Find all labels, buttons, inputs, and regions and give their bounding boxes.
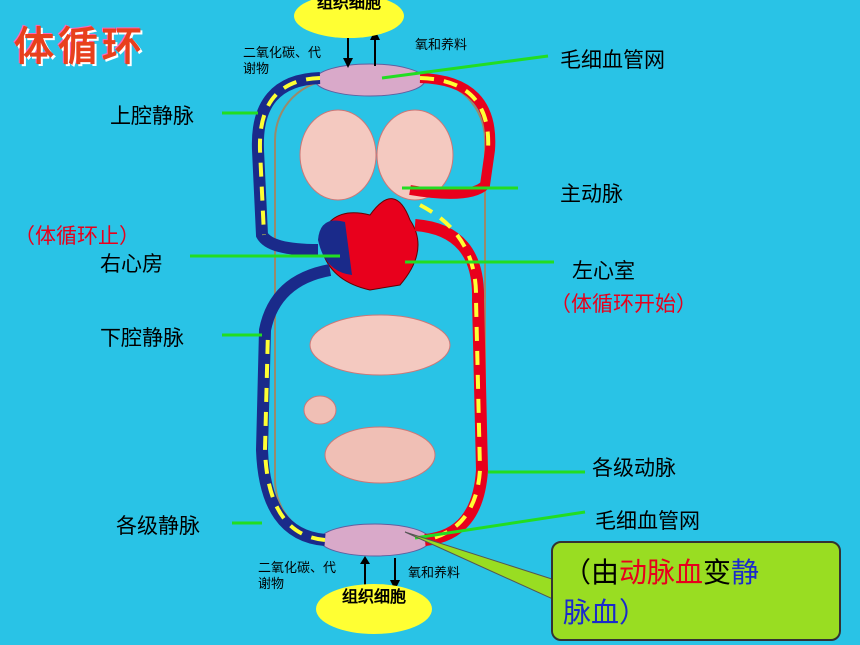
pointer-capillary-top bbox=[381, 54, 549, 80]
flow-ivc-dash bbox=[262, 329, 326, 542]
veins-label: 各级静脉 bbox=[116, 514, 200, 538]
callout-arterial-blood: 动脉血 bbox=[619, 556, 704, 589]
co2-label-bottom: 二氧化碳、代谢物 bbox=[258, 561, 337, 592]
arrow-co2-bottom-head bbox=[360, 556, 370, 564]
callout-part-1: （由 bbox=[563, 556, 620, 589]
arrow-co2-top-head bbox=[343, 58, 353, 68]
left-ventricle-label: 左心室 bbox=[572, 259, 635, 283]
callout-venous-1: 静 bbox=[731, 556, 760, 589]
tissue-cells-top: 组织细胞 bbox=[294, 0, 404, 38]
flow-aorta-lower-dash bbox=[419, 203, 483, 542]
co2-label-top: 二氧化碳、代谢物 bbox=[243, 46, 322, 77]
page-title: 体循环 bbox=[14, 23, 146, 70]
flow-svc-dash bbox=[257, 76, 321, 236]
intestine-organ bbox=[324, 426, 436, 484]
aorta-label: 主动脉 bbox=[560, 182, 623, 206]
end-note-label: （体循环止） bbox=[14, 224, 140, 248]
liver-organ bbox=[309, 314, 451, 376]
tissue-cells-bottom: 组织细胞 bbox=[316, 584, 432, 634]
callout-part-3: 变 bbox=[703, 556, 732, 589]
callout-venous-2: 脉血） bbox=[563, 596, 648, 629]
capillary-top-label: 毛细血管网 bbox=[560, 48, 665, 72]
kidney-organ bbox=[303, 395, 337, 425]
ivc-label: 下腔静脉 bbox=[100, 326, 184, 350]
lung-left bbox=[299, 109, 377, 201]
right-atrium-shape bbox=[318, 220, 352, 275]
flow-aorta-upper-dash bbox=[419, 76, 491, 151]
o2-label-bottom: 氧和养料 bbox=[408, 566, 461, 581]
lung-right bbox=[376, 109, 454, 201]
capillary-top-bed bbox=[314, 63, 426, 97]
aorta-lower-vessel bbox=[414, 219, 489, 546]
o2-label-top: 氧和养料 bbox=[415, 38, 468, 53]
capillary-bottom-label: 毛细血管网 bbox=[595, 509, 700, 533]
capillary-bottom-bed bbox=[319, 523, 431, 557]
callout-box: （由动脉血变静 脉血） bbox=[551, 541, 841, 641]
right-atrium-label: 右心房 bbox=[100, 252, 163, 276]
svc-label: 上腔静脉 bbox=[110, 104, 194, 128]
pointer-capillary-bottom bbox=[414, 510, 586, 540]
arteries-label: 各级动脉 bbox=[592, 456, 676, 480]
start-note-label: （体循环开始） bbox=[550, 292, 697, 316]
